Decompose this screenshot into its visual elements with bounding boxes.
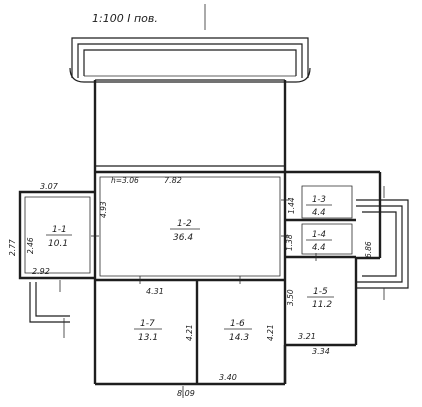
- scale-label: 1:100 I пов.: [92, 12, 158, 25]
- room-1-5-id: 1-5: [313, 287, 328, 297]
- dim-2-46: 2.46: [26, 237, 35, 254]
- room-1-6-area: 14.3: [229, 333, 249, 343]
- dim-3-07: 3.07: [40, 182, 59, 191]
- room-1-4-id: 1-4: [312, 230, 326, 240]
- room-1-4-area: 4.4: [312, 243, 326, 253]
- dim-2-77: 2.77: [8, 239, 17, 256]
- room-1-1: 1-1 10.1: [46, 225, 72, 249]
- room-1-6-id: 1-6: [230, 319, 245, 329]
- upper-hall: [93, 79, 287, 172]
- room-1-4: 1-4 4.4: [306, 230, 332, 253]
- room-1-2-id: 1-2: [177, 219, 192, 229]
- door-ticks: [91, 199, 317, 284]
- dim-4-21-right: 4.21: [266, 324, 275, 341]
- room-1-6: 1-6 14.3: [224, 319, 252, 343]
- room-1-3: 1-3 4.4: [306, 195, 332, 218]
- dim-8-09: 8.09: [177, 389, 195, 398]
- interior-walls: [95, 172, 356, 384]
- right-porch: [356, 186, 409, 300]
- room-1-3-id: 1-3: [312, 195, 326, 205]
- entrance-porch: [69, 37, 311, 83]
- room-1-3-area: 4.4: [312, 208, 326, 218]
- room-1-7: 1-7 13.1: [134, 319, 162, 343]
- dim-3-40: 3.40: [219, 373, 237, 382]
- left-annex: [18, 190, 95, 338]
- dim-4-93: 4.93: [99, 201, 108, 218]
- dim-3-50: 3.50: [286, 289, 295, 306]
- room-1-7-id: 1-7: [140, 319, 155, 329]
- dim-1-38: 1.38: [285, 234, 294, 251]
- room-1-1-id: 1-1: [52, 225, 67, 235]
- exterior-walls: [93, 170, 382, 386]
- room-1-5: 1-5 11.2: [307, 287, 334, 310]
- dim-3-34: 3.34: [312, 347, 330, 356]
- room-1-1-area: 10.1: [48, 239, 68, 249]
- room-1-2-area: 36.4: [173, 233, 193, 243]
- room-1-2: 1-2 36.4: [170, 219, 200, 243]
- dimension-labels: 3.07 h=3.06 7.82 2.46 2.77 4.93 2.92 4.3…: [8, 176, 373, 398]
- room-1-7-area: 13.1: [138, 333, 158, 343]
- dim-2-92: 2.92: [32, 267, 50, 276]
- dim-h-3-06: h=3.06: [111, 176, 139, 185]
- dim-1-44: 1.44: [287, 197, 296, 214]
- dim-4-21-left: 4.21: [185, 324, 194, 341]
- room-1-5-area: 11.2: [312, 300, 332, 310]
- dim-4-31: 4.31: [146, 287, 164, 296]
- dim-3-21: 3.21: [298, 332, 316, 341]
- dim-7-82: 7.82: [164, 176, 182, 185]
- dim-6-86: 6.86: [364, 241, 373, 258]
